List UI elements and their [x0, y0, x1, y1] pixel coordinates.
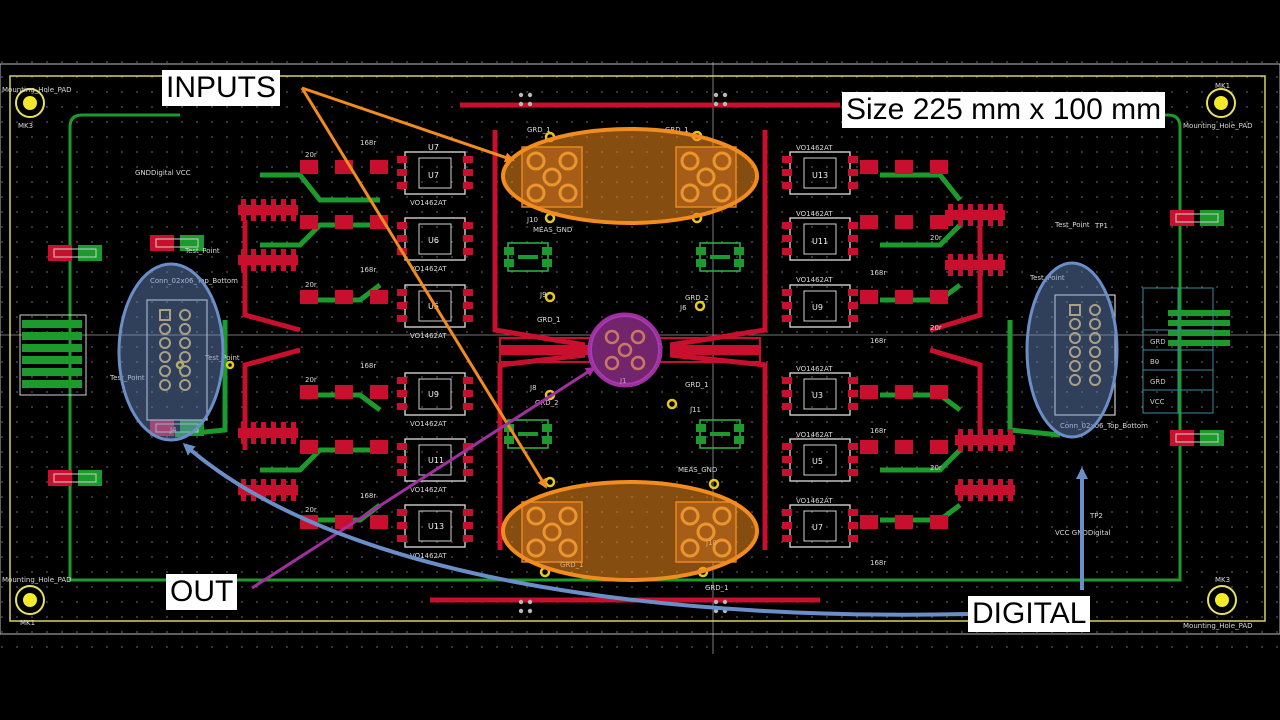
svg-text:U5: U5 — [428, 302, 439, 311]
svg-text:Mounting_Hole_PAD: Mounting_Hole_PAD — [2, 86, 72, 94]
svg-text:J6: J6 — [679, 304, 687, 312]
svg-text:MEAS_GND: MEAS_GND — [678, 466, 717, 474]
svg-text:VO1462AT: VO1462AT — [796, 497, 833, 505]
svg-text:GRD_1: GRD_1 — [665, 126, 689, 134]
svg-text:Mounting_Hole_PAD: Mounting_Hole_PAD — [2, 576, 72, 584]
digital-connector-right — [1054, 294, 1116, 416]
svg-text:VO1462AT: VO1462AT — [410, 199, 447, 207]
output-highlight — [587, 312, 663, 388]
svg-text:J4: J4 — [169, 426, 177, 434]
svg-text:Conn_02x06_Top_Bottom: Conn_02x06_Top_Bottom — [1060, 422, 1148, 430]
digital-connector-left — [146, 299, 208, 421]
svg-text:GRD_2: GRD_2 — [535, 399, 559, 407]
svg-text:20r: 20r — [305, 151, 317, 159]
svg-text:GNDDigital VCC: GNDDigital VCC — [135, 169, 191, 177]
svg-text:U9: U9 — [812, 303, 823, 312]
svg-text:168r: 168r — [360, 362, 376, 370]
svg-text:VCC: VCC — [1150, 398, 1165, 406]
svg-text:VO1462AT: VO1462AT — [796, 144, 833, 152]
svg-text:VO1462AT: VO1462AT — [410, 486, 447, 494]
svg-text:U13: U13 — [812, 171, 828, 180]
svg-text:MK1: MK1 — [20, 619, 35, 627]
svg-text:U11: U11 — [812, 237, 828, 246]
svg-text:J8: J8 — [529, 384, 537, 392]
svg-text:VO1462AT: VO1462AT — [796, 210, 833, 218]
svg-text:J11: J11 — [689, 406, 701, 414]
svg-text:TP1: TP1 — [1094, 222, 1108, 230]
digital-arrows — [182, 443, 1088, 617]
svg-text:U9: U9 — [428, 390, 439, 399]
svg-text:168r: 168r — [870, 559, 886, 567]
svg-text:VO1462AT: VO1462AT — [410, 265, 447, 273]
svg-text:U7: U7 — [428, 171, 439, 180]
svg-text:Test_Point: Test_Point — [184, 247, 220, 255]
bottom-side-table: GRD B0 GRD VCC — [1142, 287, 1214, 414]
inputs-label: INPUTS — [162, 70, 281, 106]
out-arrow — [251, 366, 596, 590]
svg-text:U3: U3 — [812, 391, 823, 400]
svg-text:MEAS_GND: MEAS_GND — [533, 226, 572, 234]
svg-text:168r: 168r — [870, 337, 886, 345]
svg-text:20r: 20r — [930, 324, 942, 332]
svg-text:168r: 168r — [870, 427, 886, 435]
svg-text:B0: B0 — [1150, 358, 1159, 366]
svg-text:U11: U11 — [428, 456, 444, 465]
svg-text:168r: 168r — [360, 139, 376, 147]
input-highlights — [501, 127, 759, 582]
svg-text:Test_Point: Test_Point — [1054, 221, 1090, 229]
svg-text:MK1: MK1 — [1215, 82, 1230, 90]
opto-labels: U7 U7 U6 U5 U9 U11 U13 U13 U11 U9 U3 U5 … — [305, 139, 942, 567]
svg-text:Mounting_Hole_PAD: Mounting_Hole_PAD — [1183, 622, 1253, 630]
inputs-arrows — [300, 86, 548, 489]
svg-text:MK3: MK3 — [1215, 576, 1230, 584]
board-outline — [9, 75, 1266, 622]
svg-text:Conn_02x06_Top_Bottom: Conn_02x06_Top_Bottom — [150, 277, 238, 285]
svg-text:20r: 20r — [305, 506, 317, 514]
svg-text:U13: U13 — [428, 522, 444, 531]
svg-text:168r: 168r — [360, 266, 376, 274]
svg-text:U5: U5 — [812, 457, 823, 466]
svg-text:VO1462AT: VO1462AT — [796, 276, 833, 284]
digital-highlights — [117, 261, 1119, 442]
svg-text:GRD: GRD — [1150, 378, 1166, 386]
svg-text:20r: 20r — [930, 234, 942, 242]
svg-text:20r: 20r — [930, 464, 942, 472]
svg-text:GRD_1: GRD_1 — [705, 584, 729, 592]
out-label: OUT — [166, 574, 238, 610]
svg-text:168r: 168r — [870, 269, 886, 277]
svg-text:TP2: TP2 — [1089, 512, 1103, 520]
svg-text:VO1462AT: VO1462AT — [796, 365, 833, 373]
svg-text:GRD_1: GRD_1 — [537, 316, 561, 324]
svg-text:GRD: GRD — [1150, 338, 1166, 346]
svg-text:U7: U7 — [428, 143, 439, 152]
svg-text:J10: J10 — [526, 216, 538, 224]
svg-text:Mounting_Hole_PAD: Mounting_Hole_PAD — [1183, 122, 1253, 130]
svg-text:VO1462AT: VO1462AT — [410, 552, 447, 560]
board-size-label: Size 225 mm x 100 mm — [842, 92, 1166, 128]
svg-text:168r: 168r — [360, 492, 376, 500]
svg-text:20r: 20r — [305, 376, 317, 384]
svg-text:Test_Point: Test_Point — [109, 374, 145, 382]
svg-text:20r: 20r — [305, 281, 317, 289]
svg-text:J9: J9 — [539, 291, 547, 299]
svg-text:VO1462AT: VO1462AT — [410, 332, 447, 340]
svg-text:U6: U6 — [428, 236, 439, 245]
output-connector — [590, 315, 660, 385]
svg-text:GRD_1: GRD_1 — [685, 381, 709, 389]
svg-text:VO1462AT: VO1462AT — [796, 431, 833, 439]
svg-text:J1: J1 — [619, 377, 627, 385]
svg-text:VO1462AT: VO1462AT — [410, 420, 447, 428]
svg-text:GRD_2: GRD_2 — [685, 294, 709, 302]
mounting-holes — [15, 88, 1237, 615]
svg-text:GRD_1: GRD_1 — [527, 126, 551, 134]
svg-text:U7: U7 — [812, 523, 823, 532]
digital-label: DIGITAL — [968, 596, 1091, 632]
svg-text:MK3: MK3 — [18, 122, 33, 130]
